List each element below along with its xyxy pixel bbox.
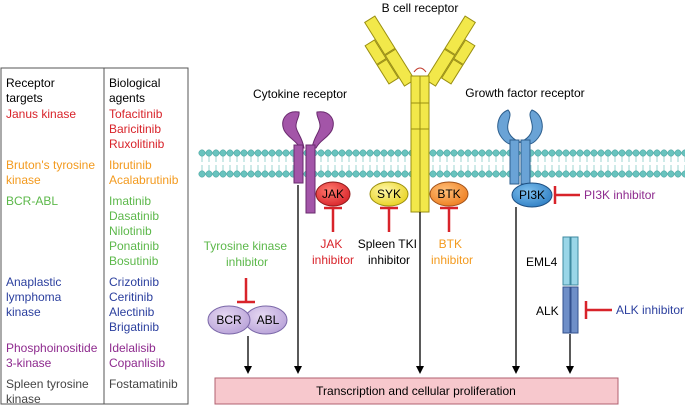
b-cell-receptor-label: B cell receptor [382, 1, 459, 15]
kinase-pi3k: PI3K [511, 182, 553, 208]
inhibitor-btk-symbol [440, 206, 458, 232]
bcr-label: BCR [216, 313, 242, 327]
table-row-agent: Ibrutinib [109, 158, 152, 172]
table-row-agent: Bosutinib [109, 254, 159, 268]
table-row-target: Anaplastic [6, 275, 61, 289]
cytokine-receptor: Cytokine receptor [253, 87, 347, 214]
table-row-agent: Ponatinib [109, 239, 159, 253]
table-row-agent: Brigatinib [109, 320, 159, 334]
table-row-agent: Acalabrutinib [109, 173, 179, 187]
b-cell-receptor-left-arm [364, 15, 416, 87]
table-row-agent: Baricitinib [109, 122, 161, 136]
signal-arrows [244, 185, 574, 374]
table-row-agent: Tofacitinib [109, 107, 163, 121]
header-receptor-targets: Receptor [6, 76, 55, 90]
abl-label: ABL [257, 313, 280, 327]
table-row-target: lymphoma [6, 290, 62, 304]
kinase-pi3k-label: PI3K [519, 188, 545, 202]
table-row-target: Bruton's tyrosine [6, 158, 95, 172]
b-cell-receptor-stalk-left [410, 75, 421, 213]
table-row-agent: Dasatinib [109, 209, 159, 223]
header-receptor-targets: targets [6, 91, 43, 105]
kinase-btk-label: BTK [437, 187, 460, 201]
b-cell-receptor: B cell receptor [364, 1, 476, 213]
table-row-target: kinase [6, 305, 41, 319]
eml4-label: EML4 [526, 255, 558, 269]
bcr-abl-fusion: BCR ABL [207, 305, 288, 335]
table-row-agent: Ceritinib [109, 290, 153, 304]
table-row-agent: Fostamatinib [109, 377, 178, 391]
inhibitor-jak-label: JAK inhibitor [312, 237, 354, 267]
cell-membrane [198, 149, 685, 178]
table-border [0, 67, 189, 405]
inhibitor-tki-label: Tyrosine kinase inhibitor [204, 239, 291, 269]
growth-factor-receptor-chain-right [520, 139, 531, 185]
table-row-target: 3-kinase [6, 356, 52, 370]
table-row-agent: Imatinib [109, 194, 151, 208]
kinase-jak-label: JAK [322, 187, 344, 201]
b-cell-receptor-right-arm [424, 15, 476, 87]
growth-factor-receptor-chain-left [509, 139, 520, 185]
table-row-agent: Nilotinib [109, 224, 152, 238]
alk-label: ALK [536, 304, 559, 318]
cytokine-receptor-chain-right [305, 144, 316, 214]
kinase-jak: JAK [315, 181, 351, 207]
inhibitor-alk-label: ALK inhibitor [616, 303, 684, 317]
growth-factor-receptor-label: Growth factor receptor [465, 86, 584, 100]
inhibitor-jak-symbol [324, 206, 342, 232]
kinase-syk: SYK [369, 181, 409, 207]
inhibitor-alk-symbol [584, 301, 612, 319]
table-row-target: BCR-ABL [6, 194, 58, 208]
inhibitor-tki-symbol [237, 278, 255, 304]
transcription-box: Transcription and cellular proliferation [214, 377, 619, 405]
inhibitor-btk-label: BTK inhibitor [431, 237, 473, 267]
cytokine-receptor-label: Cytokine receptor [253, 87, 347, 101]
transcription-label: Transcription and cellular proliferation [316, 384, 516, 398]
inhibitor-pi3k-symbol [553, 186, 580, 204]
cytokine-receptor-chain-left [293, 144, 304, 184]
header-biological-agents: agents [109, 91, 145, 105]
inhibitor-syk-label: Spleen TKI inhibitor [358, 237, 421, 267]
header-biological-agents: Biological [109, 76, 160, 90]
inhibitor-pi3k-label: PI3K inhibitor [584, 188, 655, 202]
table-row-target: Spleen tyrosine [6, 377, 89, 391]
table-row-agent: Crizotinib [109, 275, 159, 289]
kinase-btk: BTK [429, 181, 469, 207]
table-row-target: Janus kinase [6, 107, 76, 121]
kinase-syk-label: SYK [377, 187, 401, 201]
inhibitor-syk-symbol [380, 206, 398, 232]
table-row-agent: Ruxolitinib [109, 137, 165, 151]
table-row-target: Phosphoinositide [6, 341, 98, 355]
table-row-target: kinase [6, 392, 41, 406]
table-row-agent: Idelalisib [109, 341, 156, 355]
table-row-target: kinase [6, 173, 41, 187]
growth-factor-receptor: Growth factor receptor [465, 86, 585, 185]
table-row-agent: Copanlisib [109, 356, 165, 370]
eml4-alk-fusion: EML4 ALK [526, 236, 579, 334]
table-row-agent: Alectinib [109, 305, 155, 319]
b-cell-receptor-stalk-right [419, 75, 430, 213]
